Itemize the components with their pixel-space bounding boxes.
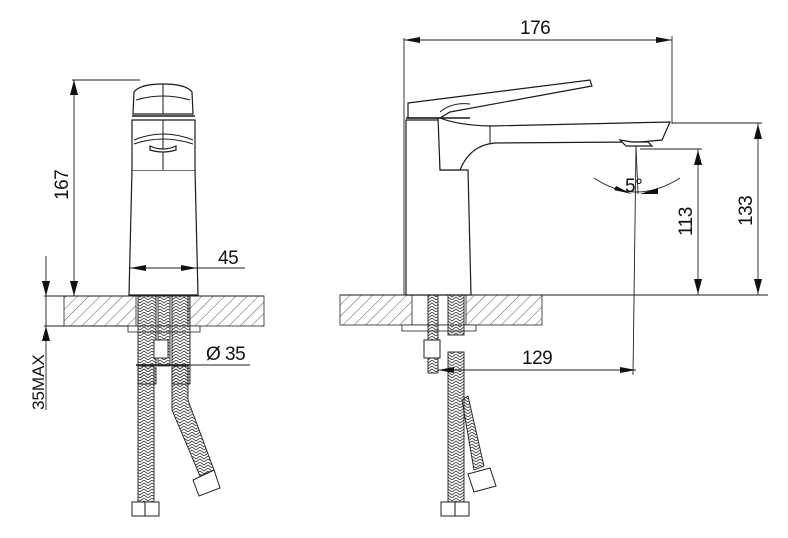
- counter-thickness-label: 35MAX: [29, 354, 48, 410]
- spout-reach-label: 129: [522, 348, 552, 369]
- dimension-height-113: 113: [640, 148, 702, 295]
- dimension-height-133: 133: [672, 122, 762, 295]
- spout-top-height-label: 133: [736, 196, 757, 226]
- dimension-width-45: 45: [129, 248, 245, 271]
- total-length-label: 176: [520, 18, 550, 39]
- dimension-length-176: 176: [403, 18, 673, 295]
- mounting-hardware-front: [127, 295, 201, 385]
- dimension-reach-129: 129: [438, 348, 636, 373]
- countertop-side: [339, 294, 768, 326]
- spout-angle-label: 5°: [625, 176, 642, 197]
- dimension-angle-5deg: 5°: [593, 145, 681, 376]
- faucet-body-side: [405, 79, 671, 296]
- body-width-label: 45: [218, 248, 238, 269]
- mounting-hardware-side: [401, 294, 497, 517]
- faucet-body-front: [128, 83, 199, 296]
- dimension-height-167: 167: [52, 79, 140, 296]
- dimension-thickness-35max: 35MAX: [29, 256, 128, 410]
- height-label: 167: [52, 170, 73, 200]
- front-view: 167 45 Ø 35 35MAX: [29, 79, 265, 517]
- dimension-hole-35: Ø 35: [190, 344, 250, 366]
- supply-hoses-front: [131, 365, 221, 517]
- side-view: 176 5° 113 133: [339, 18, 768, 517]
- hole-diameter-label: Ø 35: [206, 344, 245, 365]
- outlet-height-label: 113: [676, 207, 697, 236]
